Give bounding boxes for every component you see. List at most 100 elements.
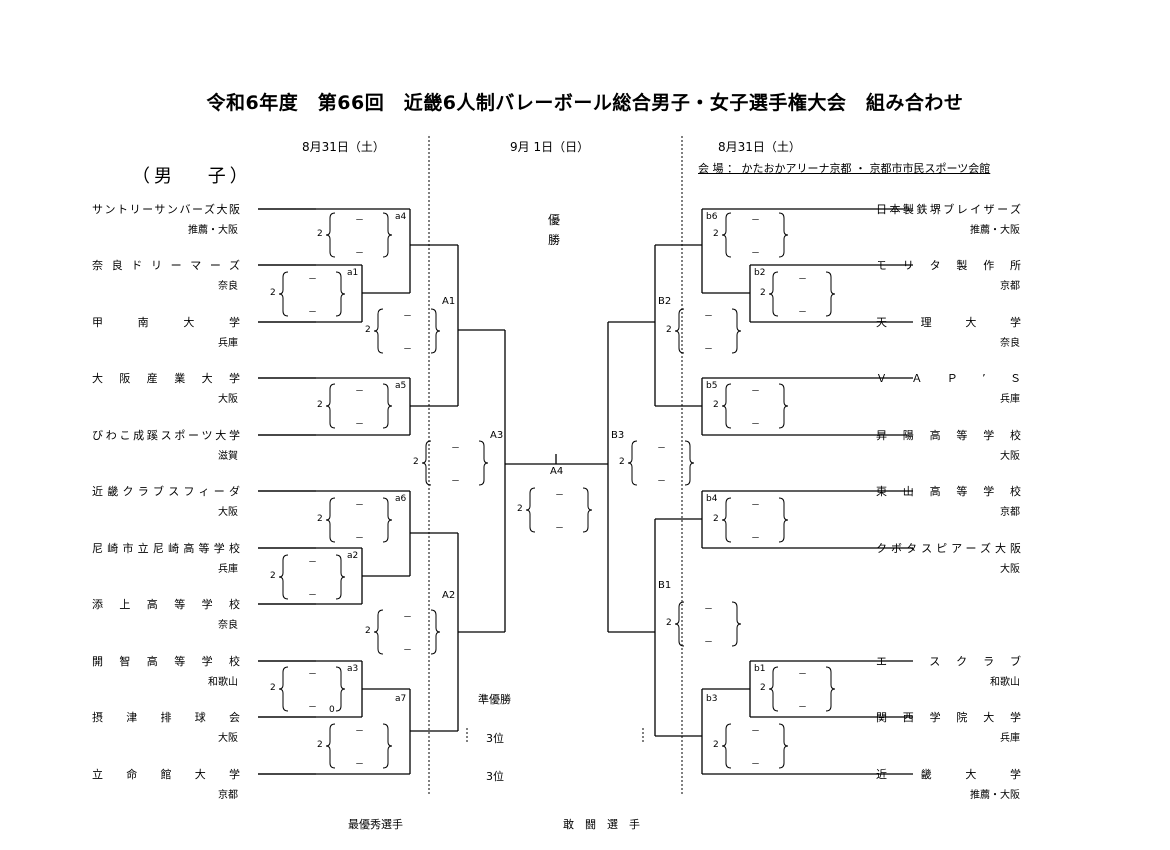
- team-pref-left: 大阪: [218, 394, 238, 405]
- a3-box-brace-left: [278, 666, 289, 712]
- B3-box-brace-left: [627, 440, 638, 486]
- b1-box-brace-right: [825, 666, 836, 712]
- team-pref-left: 大阪: [218, 507, 238, 518]
- A1-box-brace-right: [430, 308, 441, 354]
- b1-box-score-bottom: －: [798, 703, 808, 713]
- team-name-left: 大阪産業大学: [92, 372, 240, 385]
- champion-char-2: 勝: [548, 233, 561, 247]
- a6-box-score-top: －: [355, 501, 365, 511]
- B2-box-brace-left: [674, 308, 685, 354]
- a5-box-score-top: －: [355, 387, 365, 397]
- match-label-b5: b5: [706, 381, 718, 391]
- a5-box-score-left: 2: [317, 400, 323, 410]
- match-label-A2: A2: [442, 590, 456, 601]
- champion-label: 優 勝: [548, 210, 560, 250]
- A4-box-brace-left: [525, 487, 536, 533]
- a7-box-score-left: 2: [317, 740, 323, 750]
- team-name-left: 立命館大学: [92, 768, 240, 781]
- a4-box-score-left: 2: [317, 229, 323, 239]
- date-left: 8月31日（土）: [302, 140, 385, 154]
- team-name-left: 開智高等学校: [92, 655, 240, 668]
- b5-box-brace-right: [778, 383, 789, 429]
- B1-box-score-left: 2: [666, 618, 672, 628]
- team-pref-right: 大阪: [1000, 564, 1020, 575]
- match-label-B1: B1: [658, 580, 672, 591]
- b6-box-brace-right: [778, 212, 789, 258]
- team-name-right: エースクラブ: [876, 655, 1021, 668]
- B1-box-score-bottom: －: [704, 638, 714, 648]
- a3-box-score-left: 2: [270, 683, 276, 693]
- a5-box-score-bottom: －: [355, 420, 365, 430]
- a2-box-score-bottom: －: [308, 591, 318, 601]
- team-pref-left: 大阪: [218, 733, 238, 744]
- A1-box-score-left: 2: [365, 325, 371, 335]
- B3-box-score-top: －: [657, 444, 667, 454]
- match-label-A3: A3: [490, 430, 504, 441]
- match-label-A4: A4: [550, 466, 564, 477]
- a2-box-score-left: 2: [270, 571, 276, 581]
- team-pref-right: 推薦・大阪: [970, 790, 1020, 801]
- b3-box-brace-right: [778, 723, 789, 769]
- b4-box-score-bottom: －: [751, 534, 761, 544]
- team-name-right: 天理大学: [876, 316, 1021, 329]
- A2-box-brace-right: [430, 609, 441, 655]
- a5-box-brace-right: [382, 383, 393, 429]
- a1-box-brace-right: [335, 271, 346, 317]
- b2-box-score-left: 2: [760, 288, 766, 298]
- team-pref-left: 兵庫: [218, 338, 238, 349]
- champion-char-1: 優: [548, 213, 561, 227]
- team-pref-left: 滋賀: [218, 451, 238, 462]
- A3-box-score-bottom: －: [451, 477, 461, 487]
- team-name-left: サントリーサンバーズ大阪: [92, 203, 240, 216]
- b2-box-score-top: －: [798, 275, 808, 285]
- team-pref-right: 大阪: [1000, 451, 1020, 462]
- B2-box-score-top: －: [704, 312, 714, 322]
- match-label-a4: a4: [395, 212, 407, 222]
- team-name-right: 近畿大学: [876, 768, 1021, 781]
- b2-box-score-bottom: －: [798, 308, 808, 318]
- team-name-right: 関西学院大学: [876, 711, 1021, 724]
- b3-box-brace-left: [721, 723, 732, 769]
- team-name-right: クボタスピアーズ大阪: [876, 542, 1021, 555]
- B3-box-score-bottom: －: [657, 477, 667, 487]
- b6-box-score-bottom: －: [751, 249, 761, 259]
- team-name-left: 甲南大学: [92, 316, 240, 329]
- team-pref-right: 推薦・大阪: [970, 225, 1020, 236]
- A3-box-score-left: 2: [413, 457, 419, 467]
- a1-box-score-left: 2: [270, 288, 276, 298]
- a3-box-score-bottom: －: [308, 703, 318, 713]
- A3-box-brace-left: [421, 440, 432, 486]
- A4-box-score-left: 2: [517, 504, 523, 514]
- b1-box-score-top: －: [798, 670, 808, 680]
- b3-box-score-bottom: －: [751, 760, 761, 770]
- match-label-a6: a6: [395, 494, 407, 504]
- team-name-right: 日本製鉄堺ブレイザーズ: [876, 203, 1021, 216]
- team-pref-left: 京都: [218, 790, 238, 801]
- match-label-b3: b3: [706, 694, 718, 704]
- a7-box-score-top: －: [355, 727, 365, 737]
- a7-box-brace-right: [382, 723, 393, 769]
- team-pref-right: 兵庫: [1000, 394, 1020, 405]
- a6-box-score-bottom: －: [355, 534, 365, 544]
- match-label-A1: A1: [442, 296, 456, 307]
- match-label-a1: a1: [347, 268, 359, 278]
- A4-box-brace-right: [582, 487, 593, 533]
- A1-box-brace-left: [373, 308, 384, 354]
- A4-box-score-bottom: －: [555, 524, 565, 534]
- team-pref-left: 奈良: [218, 281, 238, 292]
- team-pref-left: 推薦・大阪: [188, 225, 238, 236]
- b2-box-brace-left: [768, 271, 779, 317]
- a3-box-score-top: －: [308, 670, 318, 680]
- team-name-right: 東山高等学校: [876, 485, 1021, 498]
- b6-box-brace-left: [721, 212, 732, 258]
- B2-box-score-bottom: －: [704, 345, 714, 355]
- team-name-left: 添上高等学校: [92, 598, 240, 611]
- match-label-B3: B3: [611, 430, 625, 441]
- team-pref-right: 兵庫: [1000, 733, 1020, 744]
- fighting-spirit-label: 敢 闘 選 手: [563, 818, 640, 831]
- team-name-left: 近畿クラブスフィーダ: [92, 485, 240, 498]
- B2-box-score-left: 2: [666, 325, 672, 335]
- a1-box-score-top: －: [308, 275, 318, 285]
- b5-box-score-left: 2: [713, 400, 719, 410]
